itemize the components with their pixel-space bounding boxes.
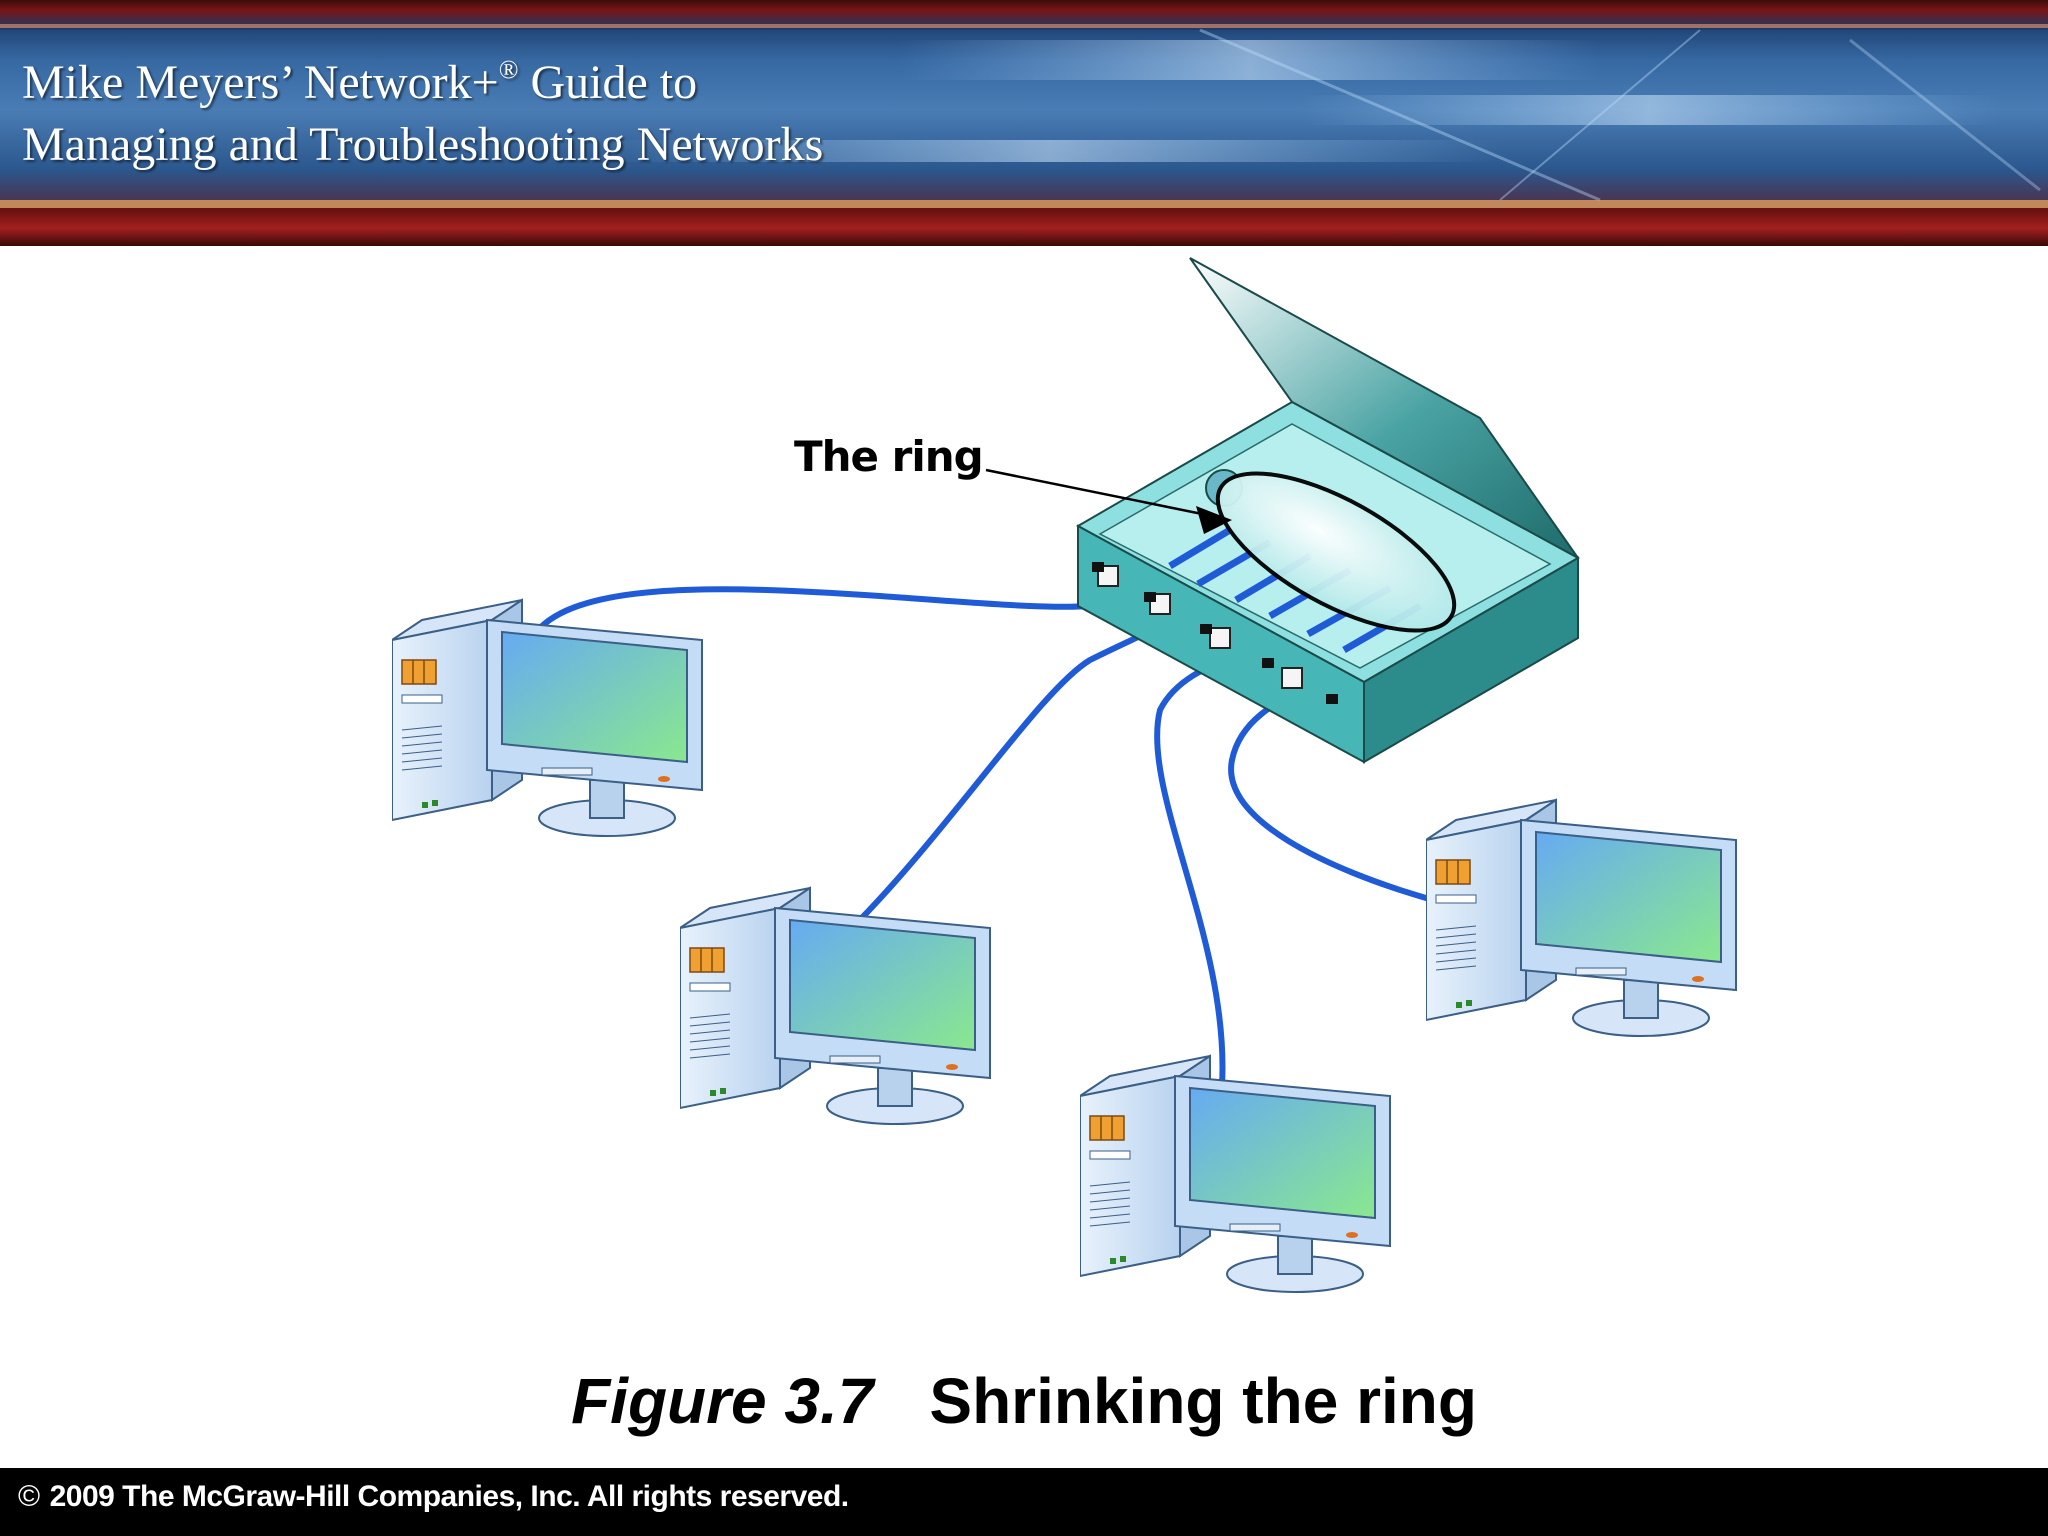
cable-pc1 xyxy=(527,586,1103,645)
cable-pc2 xyxy=(847,617,1173,933)
registered-mark: ® xyxy=(498,55,519,84)
ring-ellipse xyxy=(1215,471,1457,633)
computer-3 xyxy=(1080,1055,1391,1293)
ring-label: The ring xyxy=(794,432,984,481)
figure-title: Shrinking the ring xyxy=(929,1365,1477,1437)
copyright-symbol: © xyxy=(18,1480,40,1513)
copyright-notice: © 2009 The McGraw-Hill Companies, Inc. Al… xyxy=(18,1480,849,1514)
computer-4 xyxy=(1426,799,1737,1037)
computer-2 xyxy=(680,887,991,1125)
ring-pointer-arrow xyxy=(985,468,1232,534)
figure-number: Figure 3.7 xyxy=(571,1365,874,1437)
header-title: Mike Meyers’ Network+® Guide to Managing… xyxy=(22,52,823,176)
header-title-line1: Mike Meyers’ Network+ xyxy=(22,56,499,109)
hub-ports xyxy=(1092,562,1338,704)
header-title-line2: Managing and Troubleshooting Networks xyxy=(22,118,824,171)
network-diagram xyxy=(392,257,1737,1293)
computer-1 xyxy=(392,599,703,837)
hub xyxy=(1075,257,1581,764)
header-background-art xyxy=(0,24,2048,208)
footer-bar: © 2009 The McGraw-Hill Companies, Inc. Al… xyxy=(0,1468,2048,1536)
cable-pc3 xyxy=(1154,655,1235,1088)
header-title-line1-end: Guide to xyxy=(518,56,698,109)
hub-side xyxy=(1363,556,1579,764)
copyright-text: 2009 The McGraw-Hill Companies, Inc. All… xyxy=(49,1480,850,1513)
header-banner: Mike Meyers’ Network+® Guide to Managing… xyxy=(0,0,2048,246)
figure-caption: Figure 3.7 Shrinking the ring xyxy=(0,1364,2048,1438)
